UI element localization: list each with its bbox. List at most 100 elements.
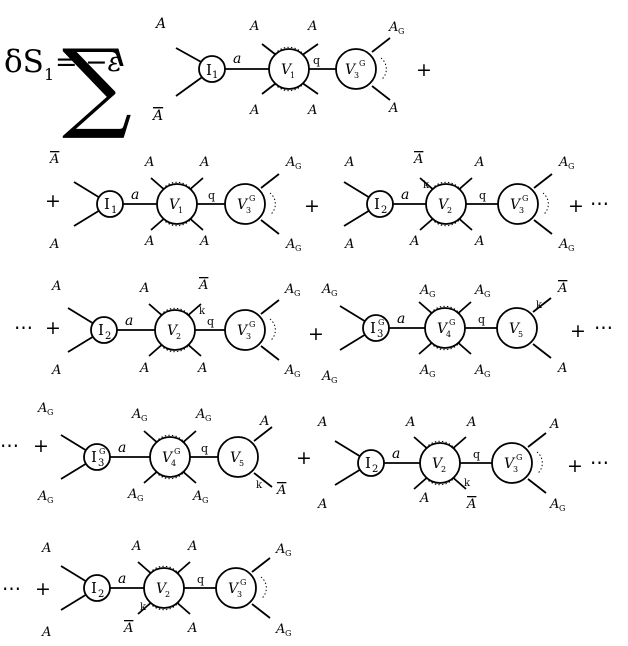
node-circle-I xyxy=(357,449,385,477)
node-V4G-sub: 4 xyxy=(171,459,176,468)
edge-label-AG-sub: G xyxy=(285,549,291,558)
node-V4G-sub: 4 xyxy=(446,330,451,339)
edge-label-A: A xyxy=(307,19,317,34)
edge-label-AG-sub: G xyxy=(331,289,337,298)
edge-label-A: A xyxy=(49,237,59,252)
edge-label-A: A xyxy=(154,16,166,32)
plus-sign: + xyxy=(416,59,432,81)
node-V1-sub: 1 xyxy=(178,206,183,215)
edge-label-k: k xyxy=(140,602,147,613)
plus-sign: + xyxy=(45,317,61,339)
edge-label-AG: A xyxy=(285,237,295,252)
node-V1: V xyxy=(281,62,293,78)
edge-label-AG: A xyxy=(419,363,429,378)
edge-label-A: A xyxy=(419,491,429,506)
edge-label-AG-sub: G xyxy=(331,376,337,385)
edge-label-AG-sub: G xyxy=(285,629,291,638)
edge-label-A: A xyxy=(405,415,415,430)
node-V5: V xyxy=(230,450,242,466)
edge-label-A: A xyxy=(249,19,259,34)
node-circle-right xyxy=(224,183,266,225)
edge-label-q: q xyxy=(313,54,320,67)
node-V5-sub: 5 xyxy=(239,459,244,468)
node-circle-right xyxy=(491,442,533,484)
edge-line xyxy=(253,426,273,442)
plus-sign: + xyxy=(33,435,49,457)
dotted-arc xyxy=(428,339,462,351)
node-I2-sub: 2 xyxy=(372,464,378,475)
node-circle-V xyxy=(149,436,191,478)
node-V2-sub: 2 xyxy=(447,206,452,215)
dotted-arc xyxy=(269,192,276,216)
edge-label-AG-sub: G xyxy=(484,290,490,299)
edge-line xyxy=(260,219,280,235)
node-circle-right xyxy=(215,567,257,609)
node-I2: I xyxy=(98,321,104,339)
edge-label-AG-sub: G xyxy=(398,27,404,36)
dots-ellipsis: ⋯ xyxy=(590,452,609,474)
edge-label-a: a xyxy=(118,440,126,456)
dots-ellipsis: ⋯ xyxy=(0,435,19,457)
node-V2: V xyxy=(438,197,450,213)
node-circle-right xyxy=(496,307,538,349)
edge-label-A: A xyxy=(344,155,354,170)
edge-label-AG-sub: G xyxy=(484,370,490,379)
node-circle-I xyxy=(366,190,394,218)
edge-label-AG-sub: G xyxy=(559,504,565,513)
node-V1-sub: 1 xyxy=(290,71,295,80)
dotted-arc xyxy=(153,468,187,480)
edge-label-AG: A xyxy=(127,487,137,502)
dots-ellipsis: ⋯ xyxy=(590,193,609,215)
node-V3G-sup: G xyxy=(240,578,246,587)
node-I1-sub: 1 xyxy=(111,205,117,216)
edge-line xyxy=(260,173,280,189)
dotted-arc xyxy=(429,181,463,193)
node-V3G: V xyxy=(504,456,516,472)
dots-ellipsis: ⋯ xyxy=(2,578,21,600)
dotted-arc xyxy=(147,565,181,577)
node-V4G: V xyxy=(162,450,174,466)
plus-sign: + xyxy=(567,455,583,477)
edge-label-AG: A xyxy=(37,401,47,416)
row-1-labels: A A a q A A A A A G A I 1 V 1 V 3 G xyxy=(151,16,404,124)
node-I1: I xyxy=(206,61,212,79)
edge-label-AG-sub: G xyxy=(568,162,574,171)
edge-label-AG-sub: G xyxy=(429,370,435,379)
edge-label-a: a xyxy=(118,571,126,587)
node-V3G: V xyxy=(345,62,357,78)
node-V3G-sup: G xyxy=(249,194,255,203)
node-V5-sub: 5 xyxy=(518,330,523,339)
edge-label-AG-sub: G xyxy=(141,414,147,423)
edge-label-A: A xyxy=(466,415,476,430)
edge-label-Abar: A xyxy=(49,152,59,167)
node-V3G: V xyxy=(510,197,522,213)
node-V1: V xyxy=(169,197,181,213)
edge-label-A: A xyxy=(317,415,327,430)
edge-label-A: A xyxy=(409,234,419,249)
edge-label-q: q xyxy=(197,573,204,586)
edge-label-k: k xyxy=(199,306,206,317)
node-circle-right xyxy=(217,436,259,478)
edge-label-q: q xyxy=(478,313,485,326)
dotted-arc xyxy=(542,192,549,216)
edge-line xyxy=(253,472,273,488)
edge-label-A: A xyxy=(199,234,209,249)
edge-label-A: A xyxy=(41,541,51,556)
edge-line xyxy=(532,297,552,313)
node-I2-sub: 2 xyxy=(381,205,387,216)
edge-label-AG: A xyxy=(275,622,285,637)
node-V3G-sup: G xyxy=(249,320,255,329)
edge-label-A: A xyxy=(474,155,484,170)
node-I3G-sup: G xyxy=(99,447,105,456)
node-V2-sub: 2 xyxy=(176,332,181,341)
node-V2-sub: 2 xyxy=(165,590,170,599)
edge-label-AG: A xyxy=(321,282,331,297)
node-I3G: I xyxy=(370,319,376,337)
node-V3G: V xyxy=(237,323,249,339)
node-circle-I xyxy=(362,314,390,342)
edge-label-A: A xyxy=(144,155,154,170)
edge-label-AG: A xyxy=(388,20,398,35)
dotted-arc xyxy=(158,341,192,353)
edge-label-AG: A xyxy=(321,369,331,384)
